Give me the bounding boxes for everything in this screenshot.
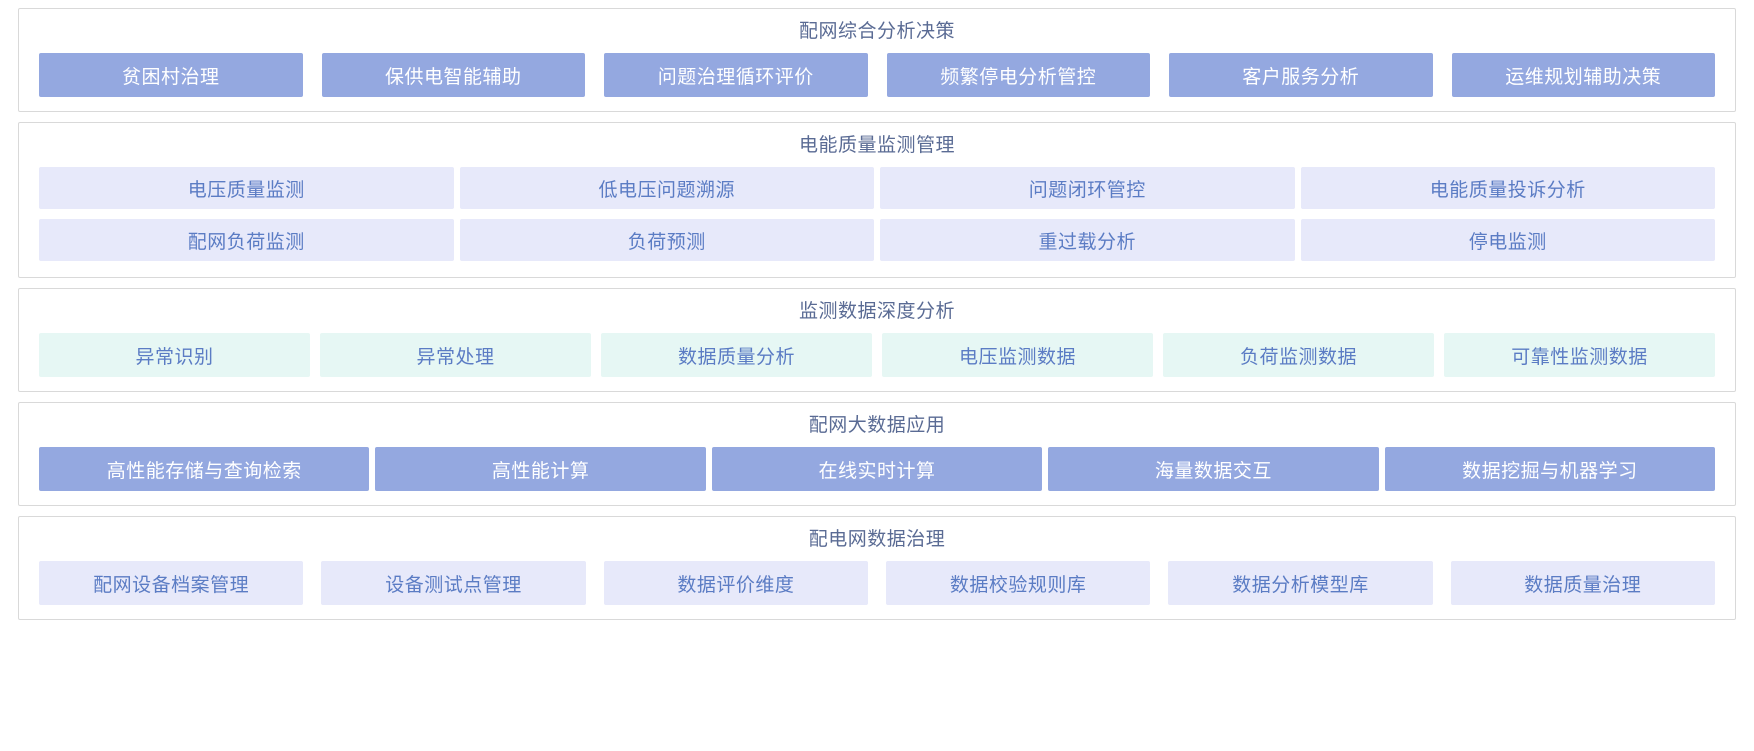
- module-button-zhongguozai-fenxi[interactable]: 重过载分析: [880, 219, 1295, 261]
- section-title: 电能质量监测管理: [798, 135, 955, 156]
- module-button-dianya-zhiliang-jiance[interactable]: 电压质量监测: [39, 167, 454, 209]
- module-button-kehu-fuwu-fenxi[interactable]: 客户服务分析: [1169, 53, 1433, 97]
- module-button-shuju-zhiliang-zhili[interactable]: 数据质量治理: [1450, 561, 1715, 605]
- button-row: 贫困村治理 保供电智能辅助 问题治理循环评价 频繁停电分析管控 客户服务分析 运…: [39, 53, 1715, 97]
- module-button-fuhe-jiance-shuju[interactable]: 负荷监测数据: [1163, 333, 1434, 377]
- module-button-wenti-zhili-xunhuan-pingjia[interactable]: 问题治理循环评价: [604, 53, 868, 97]
- section-title: 监测数据深度分析: [798, 301, 955, 322]
- button-row: 电压质量监测 低电压问题溯源 问题闭环管控 电能质量投诉分析: [39, 167, 1715, 209]
- module-button-shuju-wajue-yu-jiqi-xuexi[interactable]: 数据挖掘与机器学习: [1384, 447, 1716, 491]
- module-button-shuju-zhiliang-fenxi[interactable]: 数据质量分析: [601, 333, 872, 377]
- module-button-baogongdian-zhineng-fuzhu[interactable]: 保供电智能辅助: [321, 53, 585, 97]
- module-button-fuhe-yuce[interactable]: 负荷预测: [459, 219, 874, 261]
- button-row: 高性能存储与查询检索 高性能计算 在线实时计算 海量数据交互 数据挖掘与机器学习: [39, 447, 1716, 491]
- section-card-distribution-network-big-data-application: 配网大数据应用 高性能存储与查询检索 高性能计算 在线实时计算 海量数据交互 数…: [18, 402, 1736, 506]
- module-button-diangneng-zhiliang-tousu-fenxi[interactable]: 电能质量投诉分析: [1300, 167, 1715, 209]
- module-button-shuju-pingjia-weidu[interactable]: 数据评价维度: [603, 561, 868, 605]
- module-button-yichang-chuli[interactable]: 异常处理: [320, 333, 591, 377]
- section-card-power-quality-monitoring-management: 电能质量监测管理 电压质量监测 低电压问题溯源 问题闭环管控 电能质量投诉分析 …: [18, 122, 1736, 278]
- module-button-didianya-wenti-suyuan[interactable]: 低电压问题溯源: [459, 167, 874, 209]
- module-button-shuju-jiaoyan-guizeku[interactable]: 数据校验规则库: [885, 561, 1151, 605]
- button-row: 配网负荷监测 负荷预测 重过载分析 停电监测: [39, 219, 1715, 261]
- module-button-shuju-fenxi-moxingku[interactable]: 数据分析模型库: [1168, 561, 1433, 605]
- module-button-gaoxingneng-cunchu-yu-chaxun-jiansuo[interactable]: 高性能存储与查询检索: [39, 447, 370, 491]
- section-card-monitoring-data-deep-analysis: 监测数据深度分析 异常识别 异常处理 数据质量分析 电压监测数据 负荷监测数据 …: [18, 288, 1736, 392]
- module-button-peiwang-fuhe-jiance[interactable]: 配网负荷监测: [39, 219, 454, 261]
- module-button-peiwang-shebei-dangan-guanli[interactable]: 配网设备档案管理: [39, 561, 304, 605]
- module-button-kekaoxing-jiance-shuju[interactable]: 可靠性监测数据: [1444, 333, 1715, 377]
- module-button-hailiang-shuju-jiaohu[interactable]: 海量数据交互: [1048, 447, 1379, 491]
- module-button-pinkuncun-zhili[interactable]: 贫困村治理: [39, 53, 303, 97]
- module-button-yunwei-guihua-fuzhu-juece[interactable]: 运维规划辅助决策: [1451, 53, 1715, 97]
- section-card-distribution-network-data-governance: 配电网数据治理 配网设备档案管理 设备测试点管理 数据评价维度 数据校验规则库 …: [18, 516, 1736, 620]
- section-card-comprehensive-analysis-decision: 配网综合分析决策 贫困村治理 保供电智能辅助 问题治理循环评价 频繁停电分析管控…: [18, 8, 1736, 112]
- module-button-yichang-shibie[interactable]: 异常识别: [39, 333, 310, 377]
- module-button-dianya-jiance-shuju[interactable]: 电压监测数据: [882, 333, 1153, 377]
- module-button-tingdian-jiance[interactable]: 停电监测: [1300, 219, 1715, 261]
- button-row: 配网设备档案管理 设备测试点管理 数据评价维度 数据校验规则库 数据分析模型库 …: [39, 561, 1715, 605]
- section-title: 配网大数据应用: [808, 415, 946, 436]
- module-button-gaoxingneng-jisuan[interactable]: 高性能计算: [375, 447, 706, 491]
- module-button-pinfan-tingdian-fenxi-guankong[interactable]: 频繁停电分析管控: [886, 53, 1150, 97]
- section-title: 配网综合分析决策: [798, 21, 955, 42]
- module-button-zaixian-shishi-jisuan[interactable]: 在线实时计算: [711, 447, 1043, 491]
- module-button-wenti-bihuan-guankong[interactable]: 问题闭环管控: [880, 167, 1295, 209]
- section-title: 配电网数据治理: [808, 529, 946, 550]
- button-row: 异常识别 异常处理 数据质量分析 电压监测数据 负荷监测数据 可靠性监测数据: [39, 333, 1715, 377]
- module-button-shebei-ceshidian-guanli[interactable]: 设备测试点管理: [321, 561, 586, 605]
